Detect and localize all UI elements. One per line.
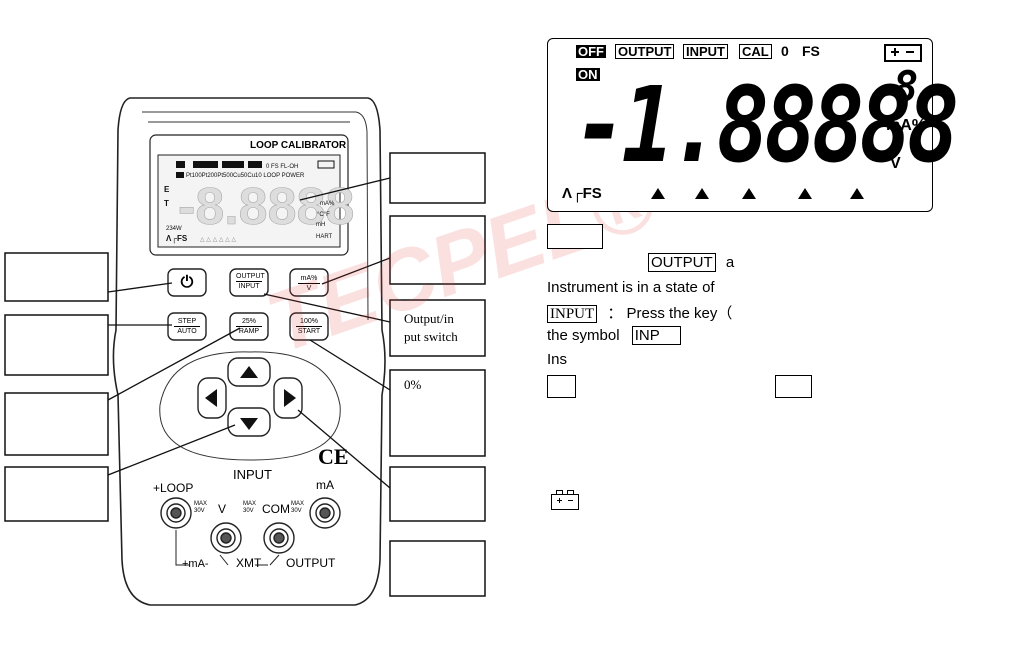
blank-label-box-1: [547, 224, 603, 249]
down-button[interactable]: [228, 408, 270, 436]
mini-lcd: 0 FS FL-OH Pt100Pt200Pt500Cu50Cu10 LOOP …: [164, 160, 355, 244]
lcd-indicator-arrows: [651, 188, 864, 199]
left-button[interactable]: [198, 378, 226, 418]
max-label-2: MAX 30V: [243, 501, 257, 514]
lcd-input: INPUT: [683, 44, 728, 59]
pct100-start-button[interactable]: 100% START: [290, 317, 328, 336]
plus-ma-label: +mA-: [182, 558, 209, 570]
svg-text:°C°F: °C°F: [317, 212, 330, 218]
output-mode-box: OUTPUT: [648, 253, 716, 272]
lcd-on: ON: [576, 67, 600, 82]
terminal-v-label: V: [218, 502, 227, 516]
xmt-label: XMT: [236, 556, 262, 570]
power-icon: ⏻: [180, 273, 194, 291]
lcd-bottom-left: Λ┌FS: [562, 185, 602, 202]
auto-label: AUTO: [177, 328, 197, 335]
small-battery-icon: [551, 490, 579, 510]
output-label: OUTPUT: [236, 273, 265, 282]
device-header: LOOP CALIBRATOR: [250, 140, 347, 151]
lcd-output: OUTPUT: [615, 44, 675, 59]
power-button[interactable]: ⏻: [168, 269, 206, 296]
step-label: STEP: [174, 317, 200, 327]
pct100-label: 100%: [296, 317, 322, 327]
inp-symbol-box: INP: [631, 326, 681, 345]
max-label-3: MAX 30V: [291, 501, 305, 514]
svg-text:0 FS FL-OH: 0 FS FL-OH: [266, 164, 298, 170]
text-line-1: OUTPUT a: [648, 253, 734, 272]
input-heading: INPUT: [233, 467, 272, 482]
svg-text:△ △ △ △ △: △ △ △ △ △ △: [200, 237, 236, 243]
output-terminal-label: OUTPUT: [286, 556, 336, 570]
pct25-ramp-button[interactable]: 25% RAMP: [230, 317, 268, 336]
lcd-cal: CAL: [739, 44, 772, 59]
right-button[interactable]: [274, 378, 302, 418]
terminal-loop-label: +LOOP: [153, 481, 194, 495]
battery-icon: [884, 44, 922, 62]
svg-text:mA%: mA%: [320, 201, 335, 207]
input-label: INPUT: [238, 283, 260, 290]
blank-label-box-3: [775, 375, 812, 398]
text-line-3: INPUT ： Press the key（: [547, 302, 732, 323]
lcd-unit-ma: mA%: [886, 117, 927, 134]
pct25-label: 25%: [236, 317, 262, 327]
svg-text:Λ┌FS: Λ┌FS: [166, 234, 188, 244]
v-label: V: [306, 285, 312, 292]
lcd-main-digits: -1.88888: [574, 64, 959, 186]
svg-text:234W: 234W: [166, 226, 182, 232]
start-label: START: [297, 328, 321, 335]
svg-text:Pt100Pt200Pt500Cu50Cu10 LOOP: Pt100Pt200Pt500Cu50Cu10 LOOP POWER: [186, 173, 305, 179]
lcd-off: OFF: [576, 44, 606, 59]
svg-text:HART: HART: [316, 234, 333, 240]
ramp-label: RAMP: [238, 328, 260, 335]
step-auto-button[interactable]: STEP AUTO: [168, 317, 206, 336]
svg-text:E: E: [164, 185, 170, 194]
text-line-2: Instrument is in a state of: [547, 279, 715, 296]
text-line-4: the symbol INP: [547, 326, 681, 345]
output-input-button[interactable]: OUTPUT INPUT: [230, 272, 268, 291]
lcd-zero: 0: [781, 43, 789, 59]
lcd-fs: FS: [802, 43, 820, 59]
svg-text:-8.8888: -8.8888: [178, 178, 354, 236]
ce-mark: CE: [318, 444, 349, 469]
max-label-1: MAX 30V: [194, 501, 208, 514]
svg-text:mH: mH: [316, 222, 325, 228]
callout-output-input: Output/in put switch: [404, 311, 458, 344]
input-mode-box: INPUT: [547, 305, 598, 323]
terminal-com-label: COM: [262, 502, 290, 516]
meter-illustration: 0 FS FL-OH Pt100Pt200Pt500Cu50Cu10 LOOP …: [4, 97, 486, 606]
lcd-small-digit: 8: [893, 62, 919, 111]
svg-text:T: T: [164, 199, 169, 208]
lcd-unit-v: V: [890, 155, 901, 172]
terminal-ma-label: mA: [316, 478, 334, 492]
ma-pct-label: mA%: [298, 274, 320, 284]
callout-zero-pct: 0%: [404, 377, 422, 392]
ma-v-button[interactable]: mA% V: [290, 274, 328, 293]
text-line-5: Ins: [547, 351, 568, 368]
up-button[interactable]: [228, 358, 270, 386]
blank-label-box-2: [547, 375, 576, 398]
lcd-panel: OFF OUTPUT INPUT CAL 0 FS ON -1.88888 8 …: [547, 38, 959, 212]
